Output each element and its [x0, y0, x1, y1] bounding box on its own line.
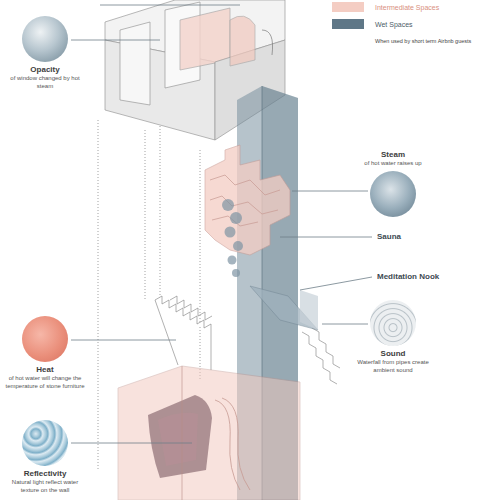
texture-node: Heatof hot water will change the tempera… [2, 316, 88, 390]
legend-swatch [332, 2, 364, 12]
legend-item: Wet Spaces [332, 19, 413, 29]
legend-swatch [332, 19, 364, 29]
quality-heading: Reflectivity [24, 469, 67, 479]
quality-heading: Heat [36, 365, 53, 375]
texture-circle [370, 300, 416, 346]
quality-description: Waterfall from pipes create ambient soun… [348, 359, 438, 374]
texture-circle [22, 316, 68, 362]
texture-node: Steamof hot water raises up [348, 150, 438, 217]
quality-description: Natural light reflect water texture on t… [2, 479, 88, 494]
quality-heading: Steam [381, 150, 405, 160]
legend-text: Intermediate Spaces [375, 3, 439, 12]
sauna-level [205, 145, 290, 255]
quality-heading: Sound [381, 349, 406, 359]
texture-node: SoundWaterfall from pipes create ambient… [348, 300, 438, 374]
leader-lines [71, 5, 372, 443]
steam-bubbles [222, 199, 243, 277]
legend-note: When used by short term Airbnb guests [375, 38, 497, 45]
quality-description: of window changed by hot steam [2, 75, 88, 90]
quality-heading: Opacity [30, 65, 59, 75]
bath-level [118, 366, 300, 500]
quality-description: of hot water will change the temperature… [2, 375, 88, 390]
texture-node: ReflectivityNatural light reflect water … [2, 420, 88, 494]
texture-circle [22, 16, 68, 62]
legend-text: Wet Spaces [375, 20, 413, 29]
texture-circle [370, 171, 416, 217]
texture-circle [22, 420, 68, 466]
quality-description: of hot water raises up [364, 160, 421, 168]
space-label: Sauna [376, 232, 402, 242]
meditation-nook [250, 286, 318, 330]
space-label: Meditation Nook [376, 272, 440, 282]
texture-node: Opacityof window changed by hot steam [2, 16, 88, 90]
legend-item: Intermediate Spaces [332, 2, 439, 12]
